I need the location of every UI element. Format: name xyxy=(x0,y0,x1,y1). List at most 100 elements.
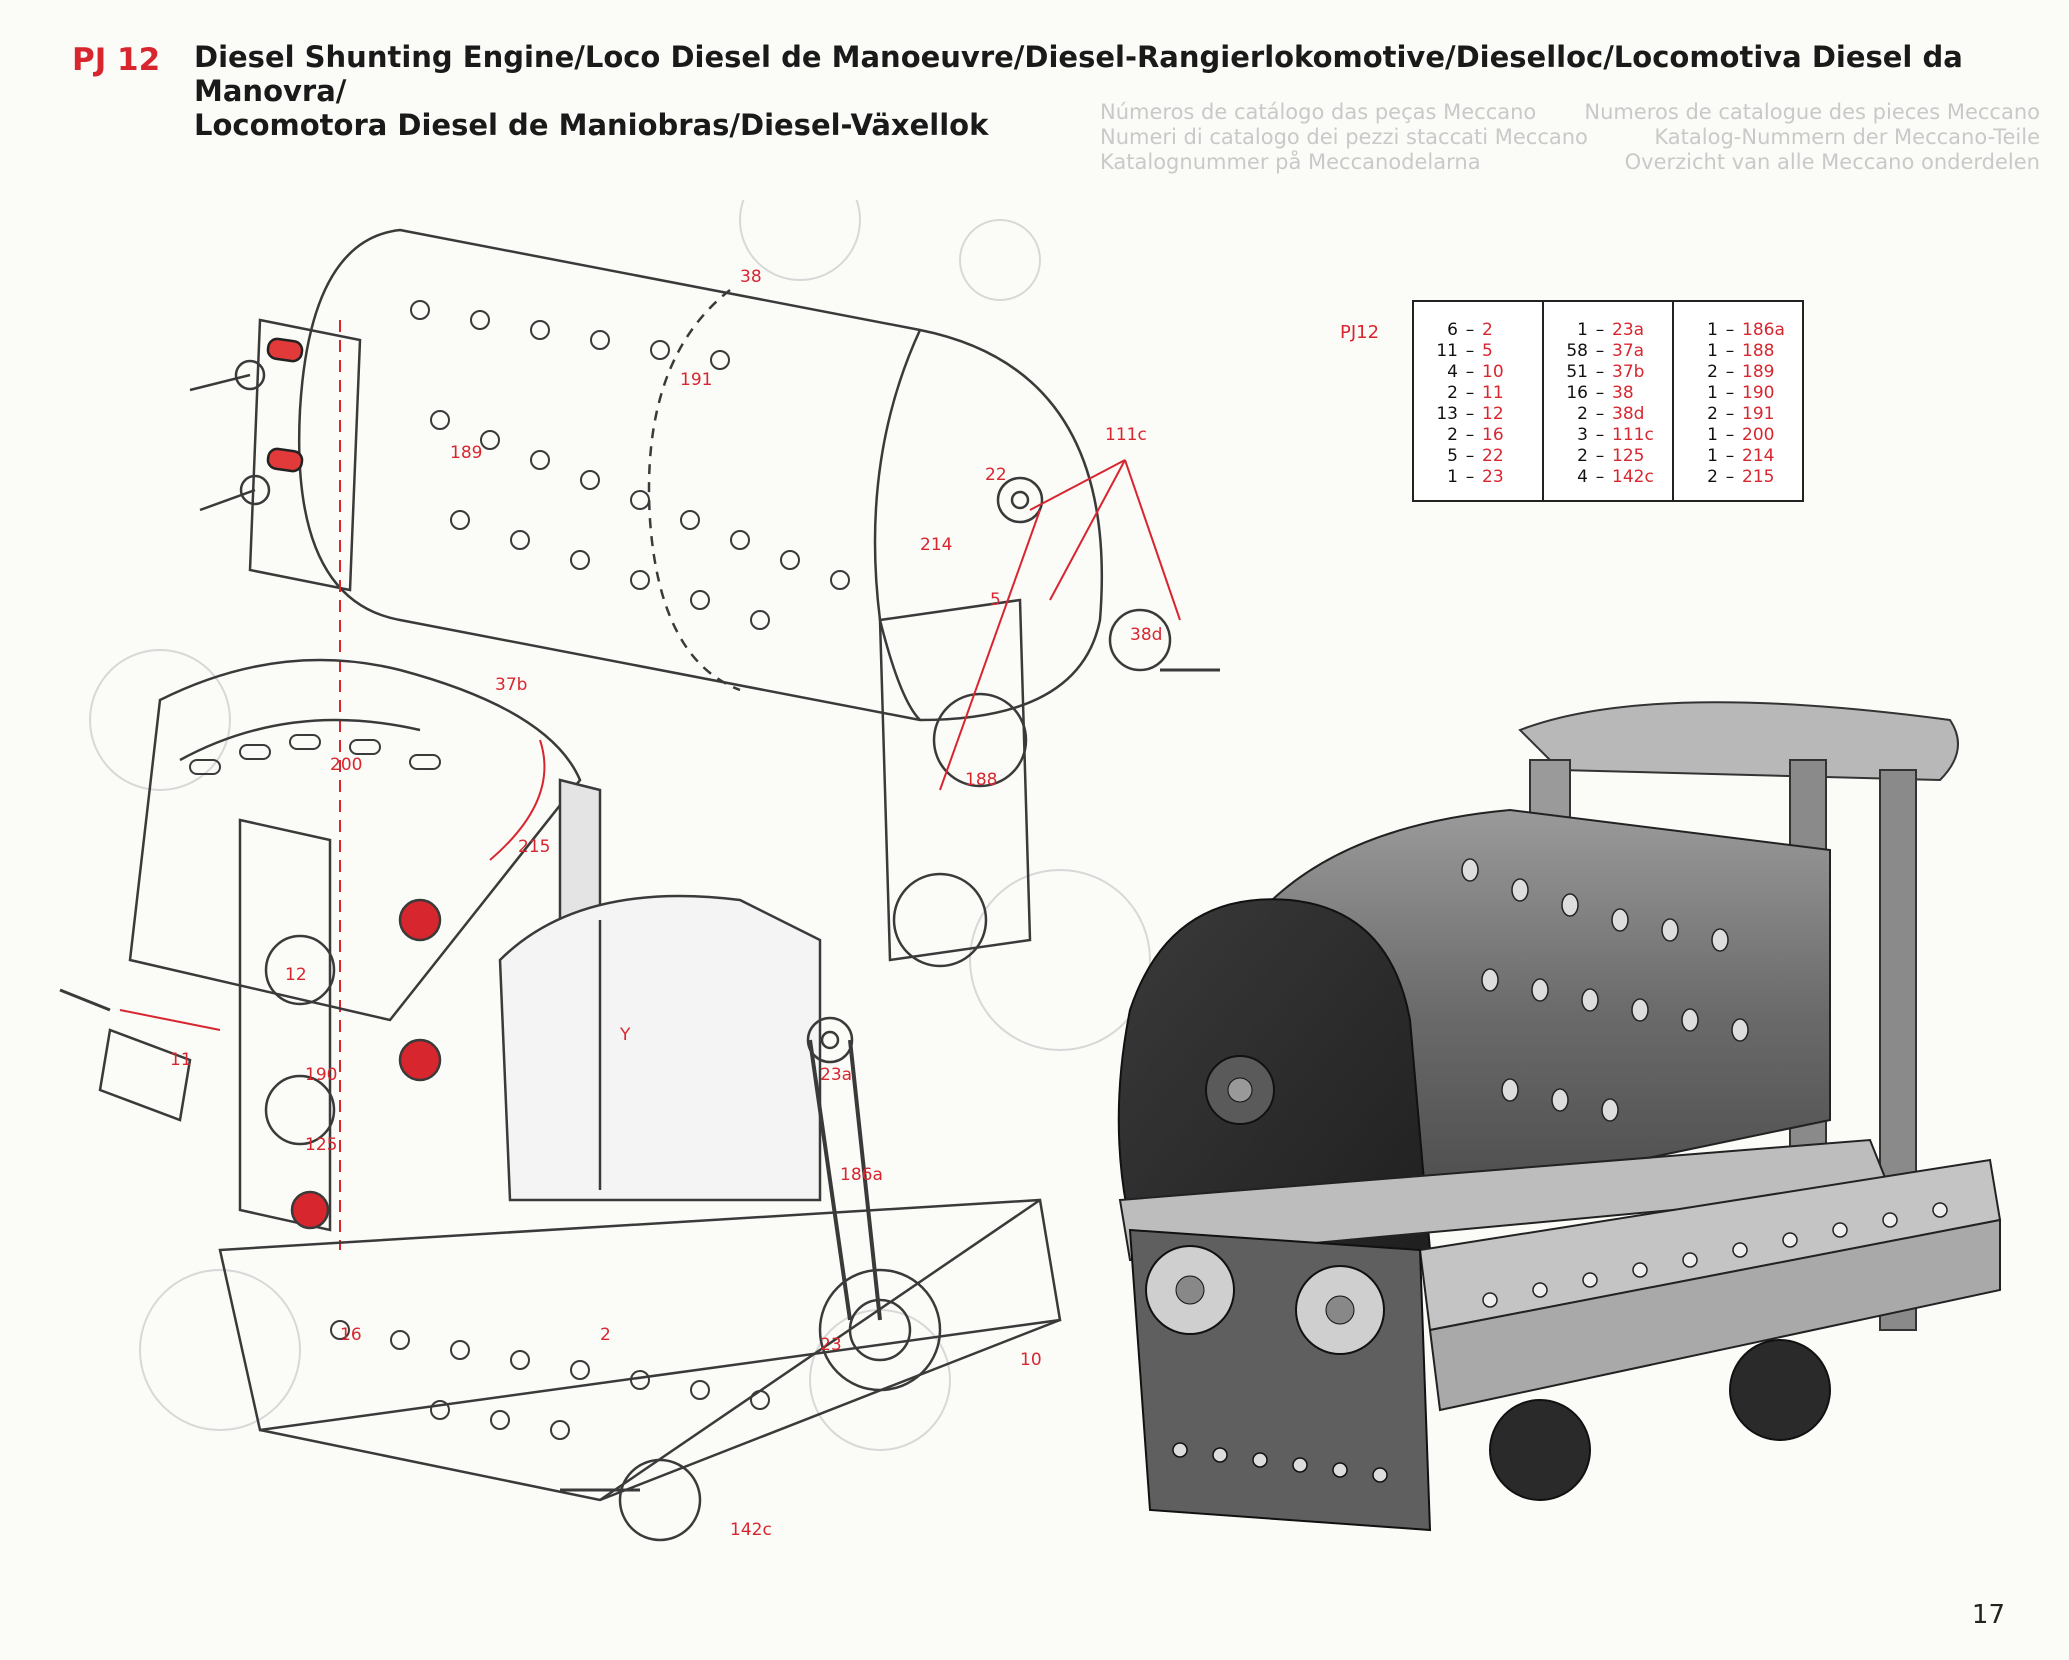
part-number: 191 xyxy=(1742,404,1775,424)
part-qty: 1 xyxy=(1707,341,1718,361)
label-11: 11 xyxy=(170,1050,192,1070)
dash: – xyxy=(1725,467,1735,487)
dash: – xyxy=(1595,425,1605,445)
dash: – xyxy=(1595,467,1605,487)
part-qty: 2 xyxy=(1707,404,1718,424)
parts-row: 1–188 xyxy=(1684,341,1792,362)
label-111c: 111c xyxy=(1105,425,1147,445)
model-title-line-1: Diesel Shunting Engine/Loco Diesel de Ma… xyxy=(194,40,1963,108)
part-qty: 2 xyxy=(1707,362,1718,382)
parts-column-3: 1–186a 1–188 2–189 1–190 2–191 1–200 1–2… xyxy=(1672,301,1803,501)
part-number: 2 xyxy=(1482,320,1493,340)
label-188: 188 xyxy=(965,770,997,790)
dash: – xyxy=(1595,320,1605,340)
dash: – xyxy=(1595,362,1605,382)
part-number: 5 xyxy=(1482,341,1493,361)
model-code: PJ 12 xyxy=(72,42,161,78)
parts-row: 2–11 xyxy=(1424,383,1532,404)
part-qty: 16 xyxy=(1566,383,1588,403)
part-qty: 6 xyxy=(1447,320,1458,340)
dash: – xyxy=(1465,467,1475,487)
label-142c: 142c xyxy=(730,1520,772,1540)
part-qty: 4 xyxy=(1447,362,1458,382)
parts-row: 58–37a xyxy=(1554,341,1662,362)
dash: – xyxy=(1595,446,1605,466)
parts-row: 3–111c xyxy=(1554,425,1662,446)
parts-row: 2–16 xyxy=(1424,425,1532,446)
label-23a: 23a xyxy=(820,1065,852,1085)
label-16: 16 xyxy=(340,1325,362,1345)
label-186a: 186a xyxy=(840,1165,883,1185)
parts-row: 6–2 xyxy=(1424,320,1532,341)
ghost-text-block-left: Números de catálogo das peças Meccano Nu… xyxy=(1100,100,1700,175)
parts-row: 1–214 xyxy=(1684,446,1792,467)
dash: – xyxy=(1725,383,1735,403)
dash: – xyxy=(1465,425,1475,445)
dash: – xyxy=(1465,383,1475,403)
label-200: 200 xyxy=(330,755,362,775)
label-214: 214 xyxy=(920,535,952,555)
exploded-assembly-drawing: 38 191 189 111c 22 214 5 38d 188 37b 200… xyxy=(59,200,1220,1542)
part-number: 10 xyxy=(1482,362,1504,382)
part-qty: 51 xyxy=(1566,362,1588,382)
parts-list-code: PJ12 xyxy=(1340,322,1380,343)
part-number: 23a xyxy=(1612,320,1645,340)
part-qty: 2 xyxy=(1447,425,1458,445)
parts-row: 2–215 xyxy=(1684,467,1792,488)
parts-row: 1–23a xyxy=(1554,320,1662,341)
dash: – xyxy=(1725,362,1735,382)
parts-row: 13–12 xyxy=(1424,404,1532,425)
label-125: 125 xyxy=(305,1135,337,1155)
parts-row: 51–37b xyxy=(1554,362,1662,383)
part-qty: 2 xyxy=(1577,404,1588,424)
parts-row: 1–200 xyxy=(1684,425,1792,446)
ghost-line: Números de catálogo das peças Meccano xyxy=(1100,100,1537,124)
ghost-text-block-right: Numeros de catalogue des pieces Meccano … xyxy=(1560,100,2040,175)
dash: – xyxy=(1465,446,1475,466)
part-qty: 1 xyxy=(1447,467,1458,487)
part-number: 22 xyxy=(1482,446,1504,466)
part-number: 37a xyxy=(1612,341,1645,361)
model-title: Diesel Shunting Engine/Loco Diesel de Ma… xyxy=(194,40,2054,142)
dash: – xyxy=(1595,404,1605,424)
parts-row: 2–191 xyxy=(1684,404,1792,425)
label-23: 23 xyxy=(820,1335,842,1355)
part-qty: 1 xyxy=(1707,425,1718,445)
dash: – xyxy=(1595,341,1605,361)
label-38d: 38d xyxy=(1130,625,1162,645)
part-number: 190 xyxy=(1742,383,1775,403)
part-number: 111c xyxy=(1612,425,1654,445)
part-qty: 3 xyxy=(1577,425,1588,445)
parts-column-1: 6–2 11–5 4–10 2–11 13–12 2–16 5–22 1–23 xyxy=(1413,301,1543,501)
dash: – xyxy=(1465,341,1475,361)
part-number: 142c xyxy=(1612,467,1654,487)
dash: – xyxy=(1725,446,1735,466)
part-number: 38d xyxy=(1612,404,1645,424)
part-number: 215 xyxy=(1742,467,1775,487)
part-number: 189 xyxy=(1742,362,1775,382)
dash: – xyxy=(1465,320,1475,340)
part-number: 37b xyxy=(1612,362,1645,382)
part-qty: 1 xyxy=(1707,446,1718,466)
part-qty: 5 xyxy=(1447,446,1458,466)
part-qty: 11 xyxy=(1436,341,1458,361)
part-qty: 2 xyxy=(1577,446,1588,466)
label-5: 5 xyxy=(990,590,1001,610)
parts-table: 6–2 11–5 4–10 2–11 13–12 2–16 5–22 1–23 … xyxy=(1412,300,1804,502)
dash: – xyxy=(1725,425,1735,445)
ghost-line: Numeros de catalogue des pieces Meccano xyxy=(1584,100,2040,124)
dash: – xyxy=(1465,404,1475,424)
part-qty: 2 xyxy=(1447,383,1458,403)
dash: – xyxy=(1725,320,1735,340)
label-189: 189 xyxy=(450,443,482,463)
part-number: 11 xyxy=(1482,383,1504,403)
parts-row: 2–125 xyxy=(1554,446,1662,467)
ghost-line: Numeri di catalogo dei pezzi staccati Me… xyxy=(1100,125,1588,149)
part-qty: 2 xyxy=(1707,467,1718,487)
dash: – xyxy=(1465,362,1475,382)
parts-row: 11–5 xyxy=(1424,341,1532,362)
part-qty: 4 xyxy=(1577,467,1588,487)
part-qty: 1 xyxy=(1577,320,1588,340)
label-10: 10 xyxy=(1020,1350,1042,1370)
